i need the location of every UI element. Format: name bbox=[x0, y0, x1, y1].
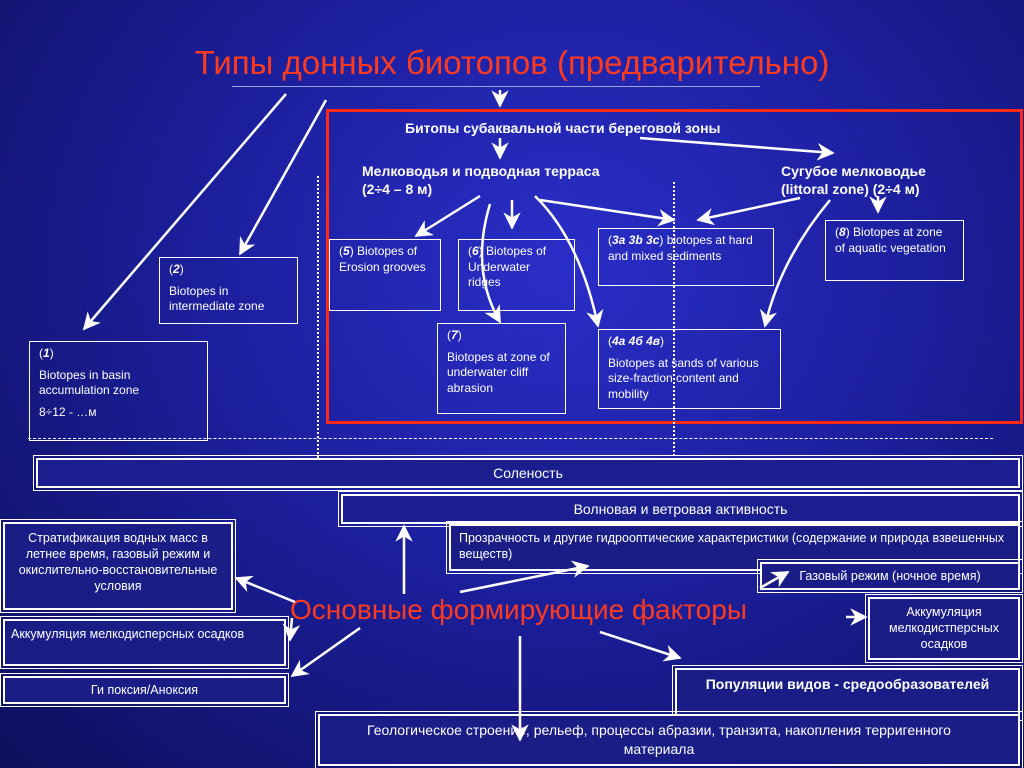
biotope-7-number: 7 bbox=[451, 328, 458, 342]
hypoxia-box: Ги поксия/Аноксия bbox=[0, 673, 289, 707]
biotope-7-text: Biotopes at zone of underwater cliff abr… bbox=[447, 349, 550, 395]
salinity-band: Соленость bbox=[33, 455, 1023, 491]
accumulation-right-box: Аккумуляция мелкодистперсных осадков bbox=[865, 594, 1023, 663]
biotope-5-text: Biotopes of Erosion grooves bbox=[339, 244, 426, 274]
transparency-box: Прозрачность и другие гидрооптические ха… bbox=[446, 521, 1023, 574]
geology-box: Геологическое строение, рельеф, процессы… bbox=[315, 711, 1023, 768]
arrow-title-to-b2 bbox=[238, 99, 328, 256]
shallow-terrace-line1: Мелководья и подводная терраса bbox=[362, 163, 600, 179]
biotope-3-text: biotopes at hard and mixed sediments bbox=[608, 233, 753, 263]
biotope-box-5: (5) Biotopes of Erosion grooves bbox=[329, 239, 441, 311]
arrow-factors-to-stratification bbox=[234, 575, 296, 604]
accumulation-left-box: Аккумуляция мелкодисперсных осадков bbox=[0, 616, 289, 669]
biotope-1-depth: 8÷12 - …м bbox=[39, 404, 97, 419]
biotope-box-4: (4a 4б 4в) Biotopes at sands of various … bbox=[598, 329, 781, 409]
biotope-2-text: Biotopes in intermediate zone bbox=[169, 283, 265, 314]
biotope-6-text: Biotopes of Underwater ridges bbox=[468, 244, 547, 289]
littoral-line2: (littoral zone) (2÷4 м) bbox=[781, 181, 920, 197]
biotope-4-numbers: 4a 4б 4в bbox=[612, 334, 661, 348]
biotope-2-number: 2 bbox=[173, 262, 180, 276]
biotope-6-number: 6 bbox=[472, 244, 479, 258]
biotope-3-numbers: 3a 3b 3c bbox=[612, 233, 660, 247]
biotope-4-text: Biotopes at sands of various size-fracti… bbox=[608, 355, 759, 401]
shallow-terrace-line2: (2÷4 – 8 м) bbox=[362, 181, 433, 197]
biotope-1-text: Biotopes in basin accumulation zone bbox=[39, 367, 140, 398]
divider-dotted-right bbox=[673, 182, 675, 472]
biotope-5-number: 5 bbox=[343, 244, 350, 258]
biotope-8-number: 8 bbox=[839, 225, 846, 239]
shallow-terrace-label: Мелководья и подводная терраса (2÷4 – 8 … bbox=[362, 162, 600, 198]
divider-dotted-left bbox=[317, 176, 319, 466]
biotope-box-6: (6) Biotopes of Underwater ridges bbox=[458, 239, 575, 311]
subaqual-header: Битопы субаквальной части береговой зоны bbox=[405, 120, 721, 136]
page-title: Типы донных биотопов (предварительно) bbox=[194, 44, 830, 81]
littoral-zone-label: Сугубое мелководье (littoral zone) (2÷4 … bbox=[781, 162, 926, 198]
gas-regime-box: Газовый режим (ночное время) bbox=[757, 559, 1023, 593]
divider-dashed-horizontal bbox=[28, 438, 993, 439]
biotope-box-2: (2) Biotopes in intermediate zone bbox=[159, 257, 298, 324]
arrow-factors-to-hypoxia bbox=[290, 626, 361, 678]
biotope-8-text: Biotopes at zone of aquatic vegetation bbox=[835, 225, 946, 255]
biotope-box-1: (1) Biotopes in basin accumulation zone … bbox=[29, 341, 208, 441]
stratification-box: Стратификация водных масс в летнее время… bbox=[0, 519, 236, 613]
title-underline bbox=[232, 86, 760, 87]
populations-box: Популяции видов - средообразователей bbox=[672, 665, 1023, 721]
biotope-box-3: (3a 3b 3c) biotopes at hard and mixed se… bbox=[598, 228, 774, 286]
biotope-1-number: 1 bbox=[43, 346, 50, 360]
littoral-line1: Сугубое мелководье bbox=[781, 163, 926, 179]
main-factors-title: Основные формирующие факторы bbox=[290, 594, 747, 625]
biotope-box-8: (8) Biotopes at zone of aquatic vegetati… bbox=[825, 220, 964, 281]
wave-activity-band: Волновая и ветровая активность bbox=[338, 491, 1023, 527]
biotope-box-7: (7) Biotopes at zone of underwater cliff… bbox=[437, 323, 566, 414]
arrow-factors-to-populations bbox=[599, 630, 682, 662]
